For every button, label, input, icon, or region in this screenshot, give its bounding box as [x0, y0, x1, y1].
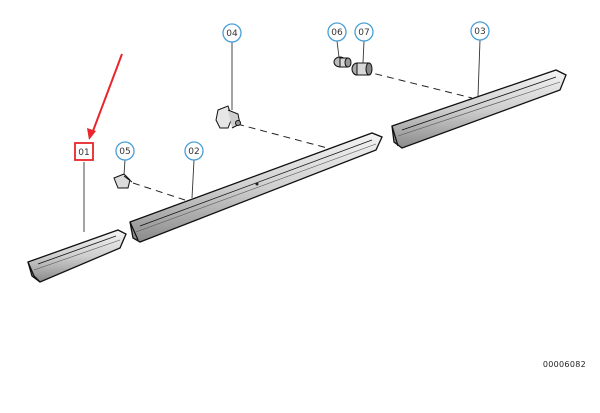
- molding-strip-middle[interactable]: [129, 132, 383, 243]
- callout-03[interactable]: 03: [470, 21, 490, 41]
- callout-04[interactable]: 04: [222, 23, 242, 43]
- callout-06-label: 06: [331, 28, 343, 38]
- callout-05-label: 05: [119, 147, 130, 157]
- assembly-lines: [132, 67, 473, 201]
- callout-03-label: 03: [474, 27, 485, 37]
- callout-07-label: 07: [358, 28, 369, 38]
- document-number: 00006082: [542, 360, 586, 369]
- molding-strip-front[interactable]: [27, 229, 127, 283]
- small-clip-part[interactable]: [113, 173, 133, 189]
- callout-05[interactable]: 05: [115, 141, 135, 161]
- callout-01-label: 01: [78, 148, 89, 158]
- callout-02-label: 02: [188, 147, 199, 157]
- callout-02[interactable]: 02: [184, 141, 204, 161]
- bushing-part[interactable]: [351, 62, 373, 76]
- callout-04-label: 04: [226, 29, 238, 39]
- callout-07[interactable]: 07: [354, 22, 374, 42]
- molding-strip-rear[interactable]: [391, 69, 567, 149]
- leader-lines: [83, 39, 481, 232]
- callout-06[interactable]: 06: [327, 22, 347, 42]
- clip-part[interactable]: [215, 105, 241, 129]
- highlight-arrow: [87, 53, 123, 140]
- callout-01[interactable]: 01: [74, 142, 94, 161]
- nut-part[interactable]: [333, 56, 352, 68]
